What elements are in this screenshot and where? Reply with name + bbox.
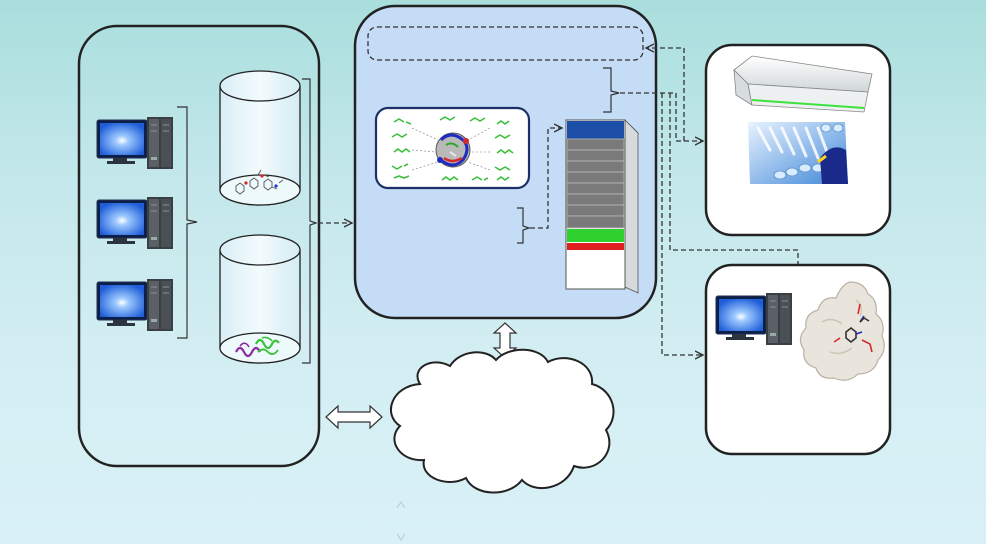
left-panel xyxy=(77,24,321,468)
header-bracket xyxy=(603,67,620,113)
ligand-poses-icon xyxy=(391,116,514,181)
workstation-icon-3 xyxy=(96,278,174,332)
databases-bracket xyxy=(302,78,318,364)
docking-bracket xyxy=(517,207,531,244)
right-top-panel xyxy=(704,43,892,237)
center-panel xyxy=(353,4,658,320)
connectors-right xyxy=(620,48,799,355)
protein-surface-icon xyxy=(799,281,885,381)
workstation-icon-4 xyxy=(715,292,793,346)
microplate-pipetting-icon xyxy=(748,122,848,184)
rack-slots xyxy=(566,138,625,229)
workstation-icon-2 xyxy=(96,196,174,250)
small-molecules-icon xyxy=(235,169,284,195)
faint-arrow-marks xyxy=(396,501,406,541)
rack-green-unit xyxy=(567,229,624,242)
workstation-icon-1 xyxy=(96,116,174,170)
rack-top-unit xyxy=(567,121,624,139)
server-rack-icon xyxy=(565,119,639,294)
database-cylinder-icon-2 xyxy=(219,234,301,364)
right-bottom-panel xyxy=(704,263,892,456)
bound-ligand-icon xyxy=(833,303,873,353)
header-placeholder-box xyxy=(367,26,644,61)
rack-red-unit xyxy=(567,243,624,250)
protein-structures-icon xyxy=(235,336,280,358)
docking-results-box xyxy=(374,106,531,190)
database-cylinder-icon-1 xyxy=(219,70,301,206)
receptor-complex-icon xyxy=(435,132,471,168)
dashed-interaction-lines xyxy=(411,127,491,171)
workstations-bracket xyxy=(177,106,198,339)
connector-docking-to-rack xyxy=(530,128,562,229)
double-arrow-horizontal-icon xyxy=(325,404,383,430)
cloud-icon xyxy=(389,348,615,494)
